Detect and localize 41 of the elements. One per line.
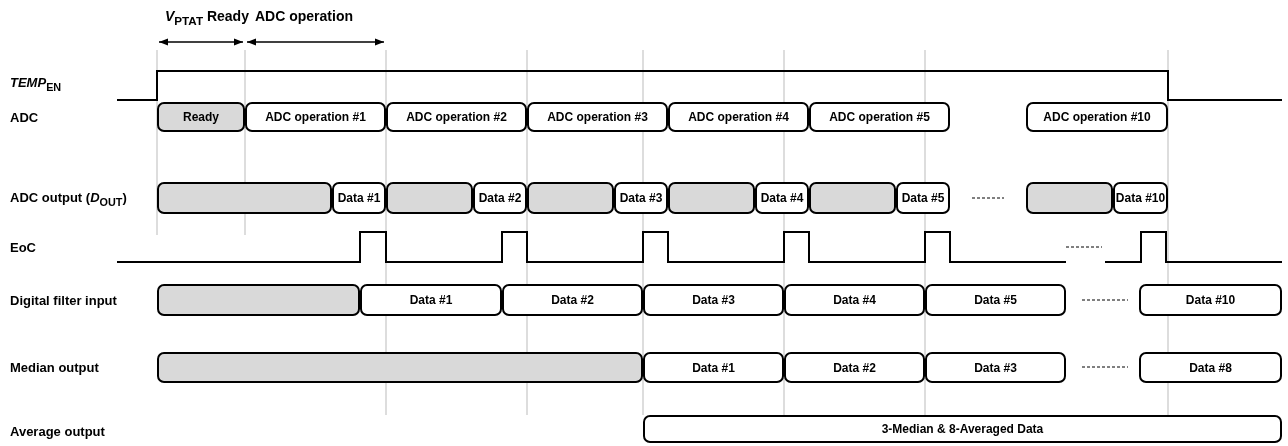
interval-box: Data #3 — [614, 182, 668, 214]
interval-box: ADC operation #3 — [527, 102, 668, 132]
interval-box: Data #1 — [360, 284, 502, 316]
signal-name: Average output — [10, 424, 105, 439]
signal-name: TEMP$_{EN}$ — [10, 75, 62, 93]
shaded-interval-box — [157, 284, 360, 316]
interval-box: Data #2 — [473, 182, 527, 214]
shaded-interval-box — [157, 182, 332, 214]
interval-box: ADC operation #10 — [1026, 102, 1168, 132]
interval-box: Data #5 — [896, 182, 950, 214]
interval-box: ADC operation #5 — [809, 102, 950, 132]
shaded-interval-box — [809, 182, 896, 214]
interval-box: Data #4 — [784, 284, 925, 316]
interval-box: Data #10 — [1139, 284, 1282, 316]
shaded-interval-box — [1026, 182, 1113, 214]
interval-box: Data #1 — [332, 182, 386, 214]
interval-box: Data #10 — [1113, 182, 1168, 214]
interval-box: Data #2 — [784, 352, 925, 383]
shaded-interval-box — [527, 182, 614, 214]
interval-box: ADC operation #1 — [245, 102, 386, 132]
interval-box: Data #4 — [755, 182, 809, 214]
signal-name: Median output — [10, 360, 99, 375]
interval-box: Data #3 — [925, 352, 1066, 383]
shaded-interval-box — [668, 182, 755, 214]
interval-box: ADC operation #2 — [386, 102, 527, 132]
signal-name: ADC output (D$_{OUT}$) — [10, 190, 127, 208]
interval-box: Data #1 — [643, 352, 784, 383]
interval-label: V$_{PTAT}$ Ready — [165, 8, 249, 27]
signal-name: Digital filter input — [10, 293, 117, 308]
signal-name: ADC — [10, 110, 39, 125]
shaded-interval-box — [157, 352, 643, 383]
interval-box: Data #8 — [1139, 352, 1282, 383]
interval-label: ADC operation — [255, 8, 353, 24]
interval-box: Data #3 — [643, 284, 784, 316]
interval-box: Ready — [157, 102, 245, 132]
shaded-interval-box — [386, 182, 473, 214]
interval-box: Data #5 — [925, 284, 1066, 316]
interval-box: ADC operation #4 — [668, 102, 809, 132]
signal-name: EoC — [10, 240, 36, 255]
interval-box: Data #2 — [502, 284, 643, 316]
interval-box: 3-Median & 8-Averaged Data — [643, 415, 1282, 443]
